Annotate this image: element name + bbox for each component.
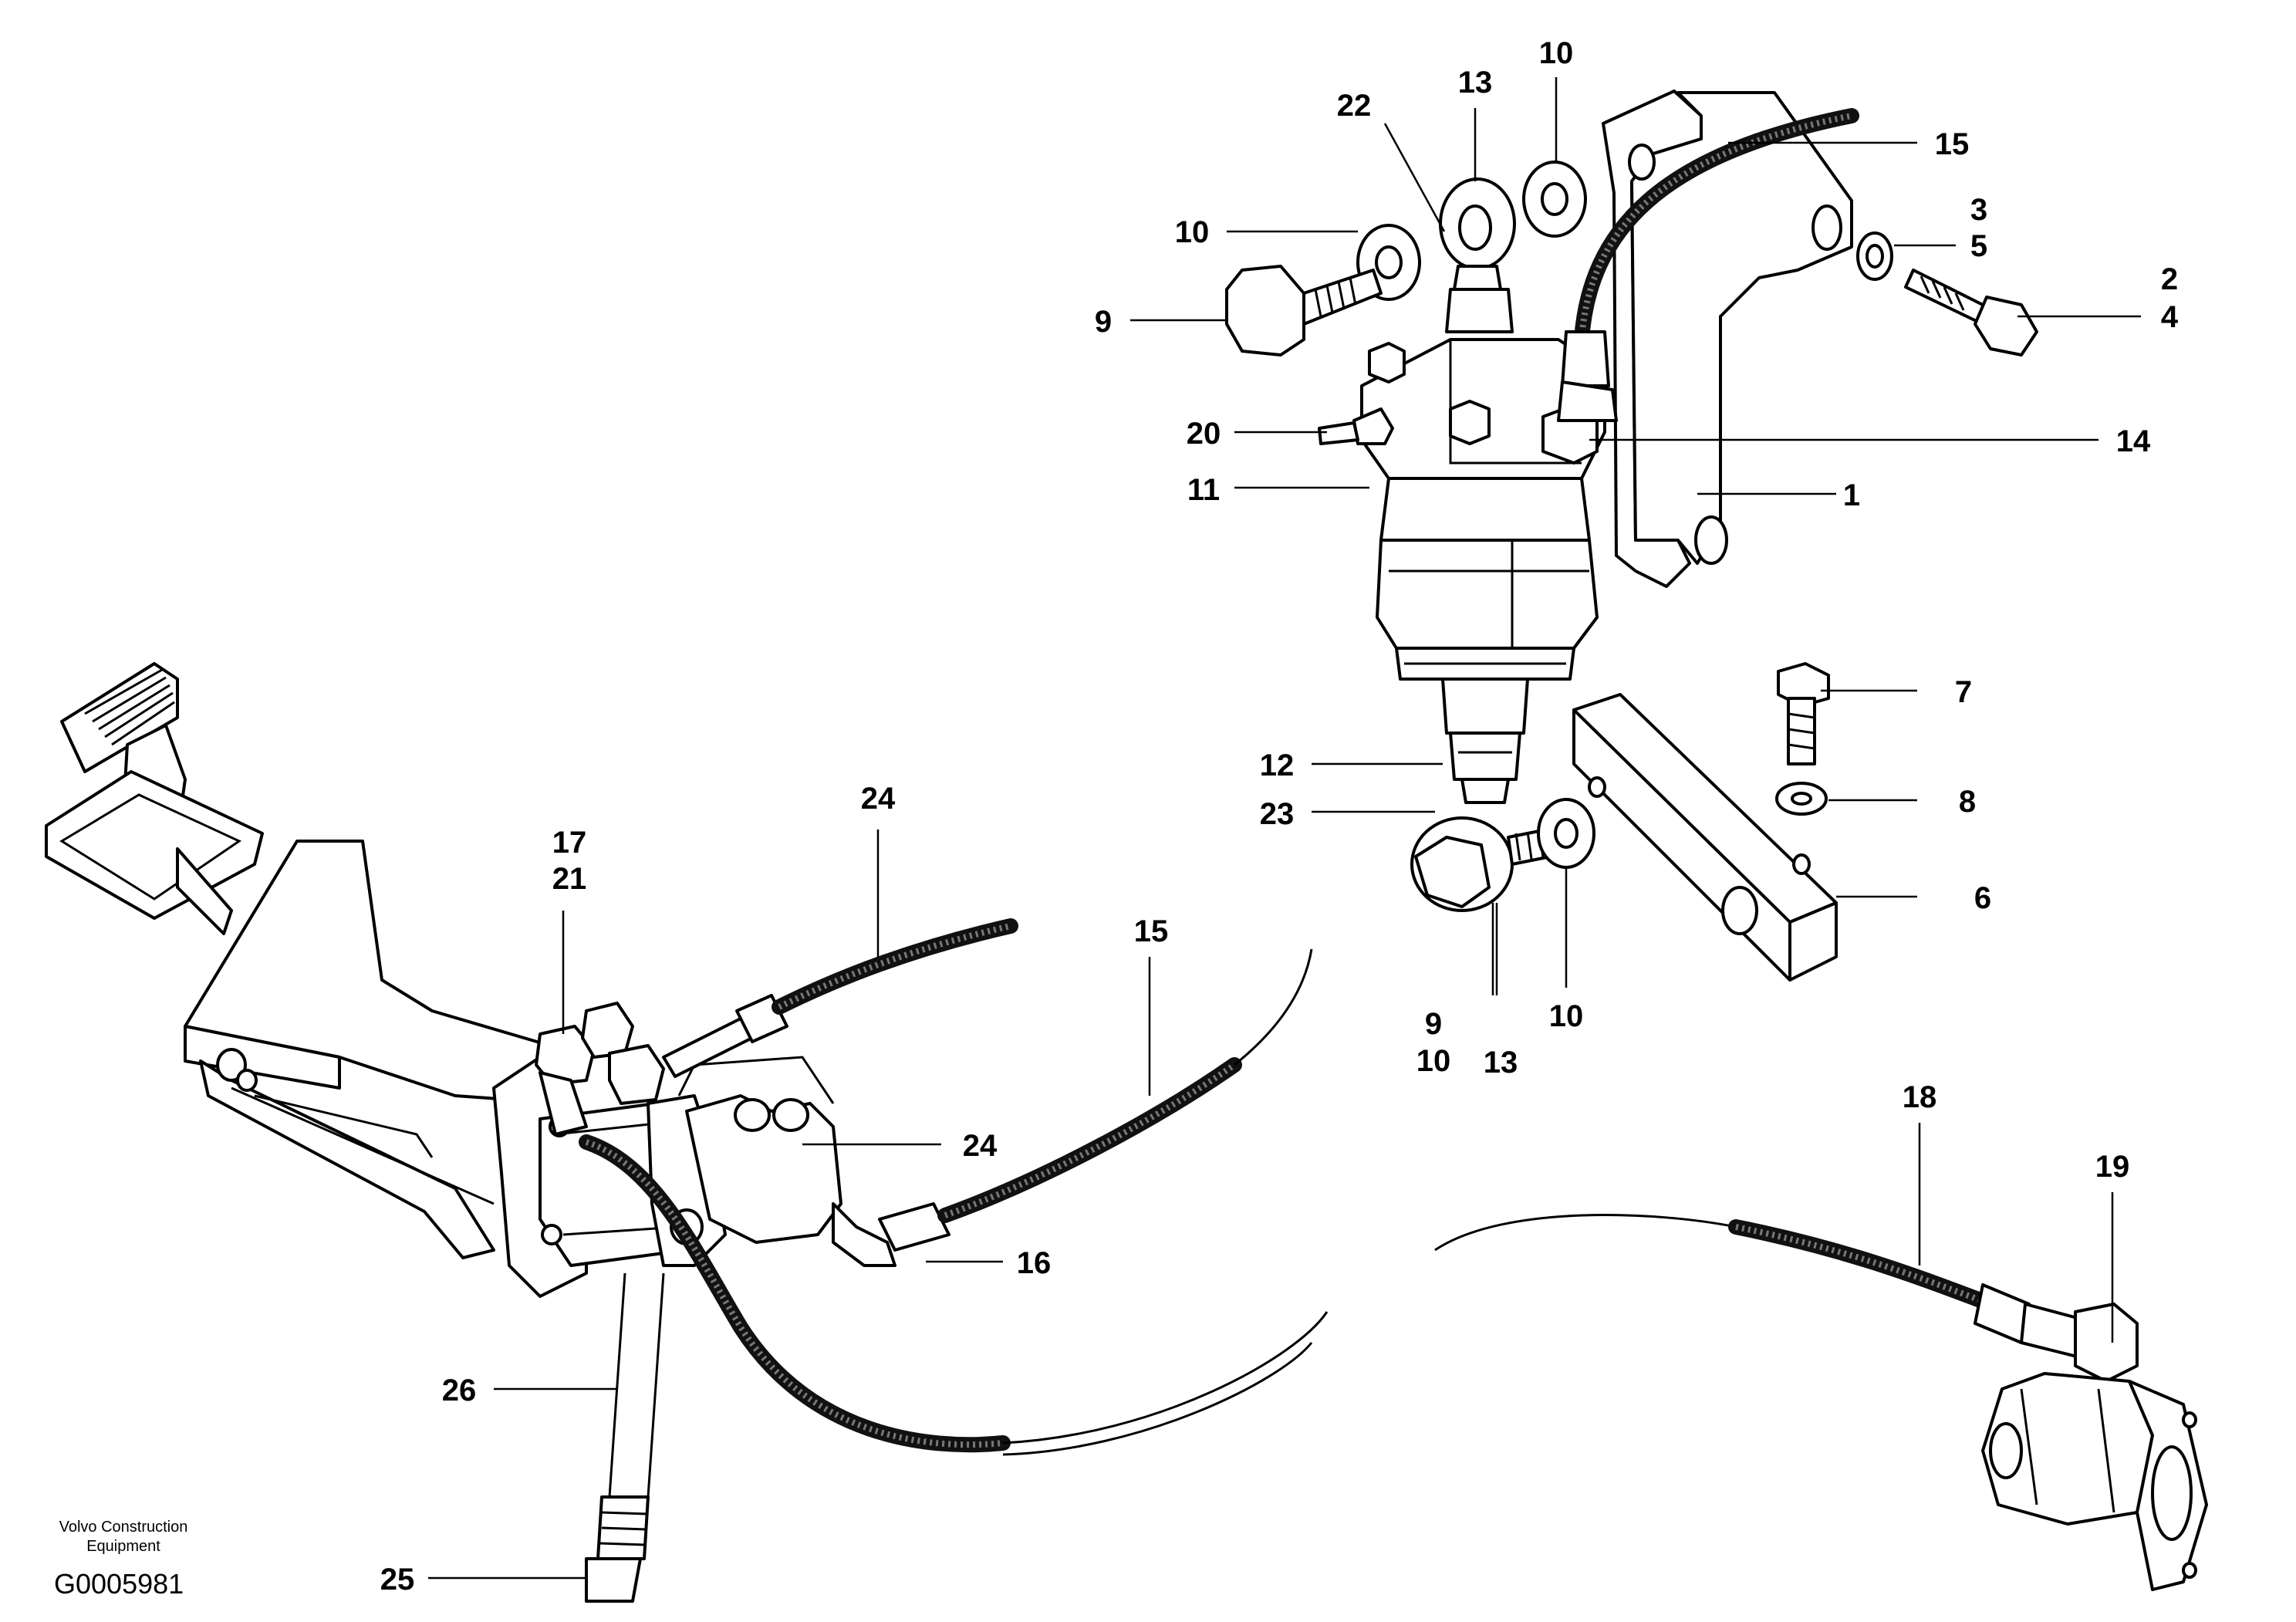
callout-15-top: 15	[1935, 127, 1970, 161]
callout-4: 4	[2161, 300, 2179, 334]
callout-3: 3	[1970, 193, 1987, 227]
callout-8: 8	[1959, 785, 1976, 819]
callout-6: 6	[1974, 881, 1991, 915]
callout-10-left: 10	[1175, 215, 1210, 249]
callout-9-top: 9	[1095, 305, 1112, 339]
callout-1: 1	[1843, 478, 1860, 512]
callout-20: 20	[1187, 417, 1221, 451]
valve-part-19	[1981, 1303, 2208, 1591]
master-cylinder	[492, 1056, 842, 1298]
callout-9-lower: 9	[1425, 1007, 1442, 1041]
callout-10-lower: 10	[1416, 1044, 1451, 1078]
callout-10-right: 10	[1549, 999, 1584, 1033]
callout-24-top: 22	[1337, 89, 1372, 123]
figure-code: G0005981	[54, 1568, 184, 1600]
callout-7: 7	[1955, 675, 1972, 709]
return-line	[579, 1134, 1329, 1456]
clamp-part-6	[1572, 693, 1838, 982]
leader-lines	[428, 77, 2141, 1580]
company-name-line2: Equipment	[86, 1538, 160, 1555]
hose-part-15-lower	[832, 948, 1313, 1267]
bolt-part-9-top	[1225, 265, 1383, 357]
pedal-assembly	[45, 662, 565, 1259]
callout-13-lower: 13	[1484, 1046, 1518, 1080]
rod-end-part-13-lower	[1410, 732, 1552, 912]
callout-21: 21	[552, 862, 587, 896]
callout-14: 14	[2116, 424, 2151, 458]
callout-15-lower: 15	[1134, 914, 1169, 948]
callout-11: 11	[1187, 473, 1220, 507]
hose-part-15-upper	[1557, 108, 1859, 422]
callout-19: 19	[2095, 1150, 2130, 1184]
callout-16: 16	[1017, 1246, 1052, 1280]
callout-17: 17	[552, 826, 587, 860]
cylinder-part-11	[1318, 338, 1606, 735]
callout-10-top: 10	[1539, 36, 1574, 70]
washer-part-8	[1775, 782, 1828, 816]
callout-5: 5	[1970, 229, 1987, 263]
hose-part-23	[585, 1272, 665, 1603]
bolt-part-7	[1777, 662, 1830, 765]
hose-part-26	[662, 918, 1018, 1078]
callout-22: 25	[380, 1563, 415, 1597]
callout-2: 2	[2161, 262, 2178, 296]
callout-labels: 22 13 10 10 9 15 3 5 2 4 20 14 11 1 7 8 …	[380, 36, 2179, 1597]
bolt-part-2-4	[1856, 231, 2038, 357]
callout-13-top: 13	[1458, 66, 1493, 100]
washer-part-10-top	[1522, 161, 1587, 238]
callout-25: 24	[963, 1129, 998, 1163]
callout-23: 26	[442, 1374, 477, 1407]
washer-part-10-lower	[1537, 798, 1595, 869]
hose-part-18	[1434, 1214, 2085, 1360]
footer: Volvo Construction Equipment G0005981	[54, 1519, 187, 1600]
bracket-part-1	[1602, 90, 1853, 588]
callout-24-lower: 23	[1260, 797, 1295, 831]
callout-12: 12	[1260, 748, 1295, 782]
callout-26: 24	[861, 782, 896, 816]
company-name-line1: Volvo Construction	[59, 1519, 188, 1536]
rod-end-part-13-top	[1439, 177, 1516, 333]
callout-18: 18	[1903, 1080, 1937, 1114]
fitting-part-17-21	[535, 1002, 665, 1136]
